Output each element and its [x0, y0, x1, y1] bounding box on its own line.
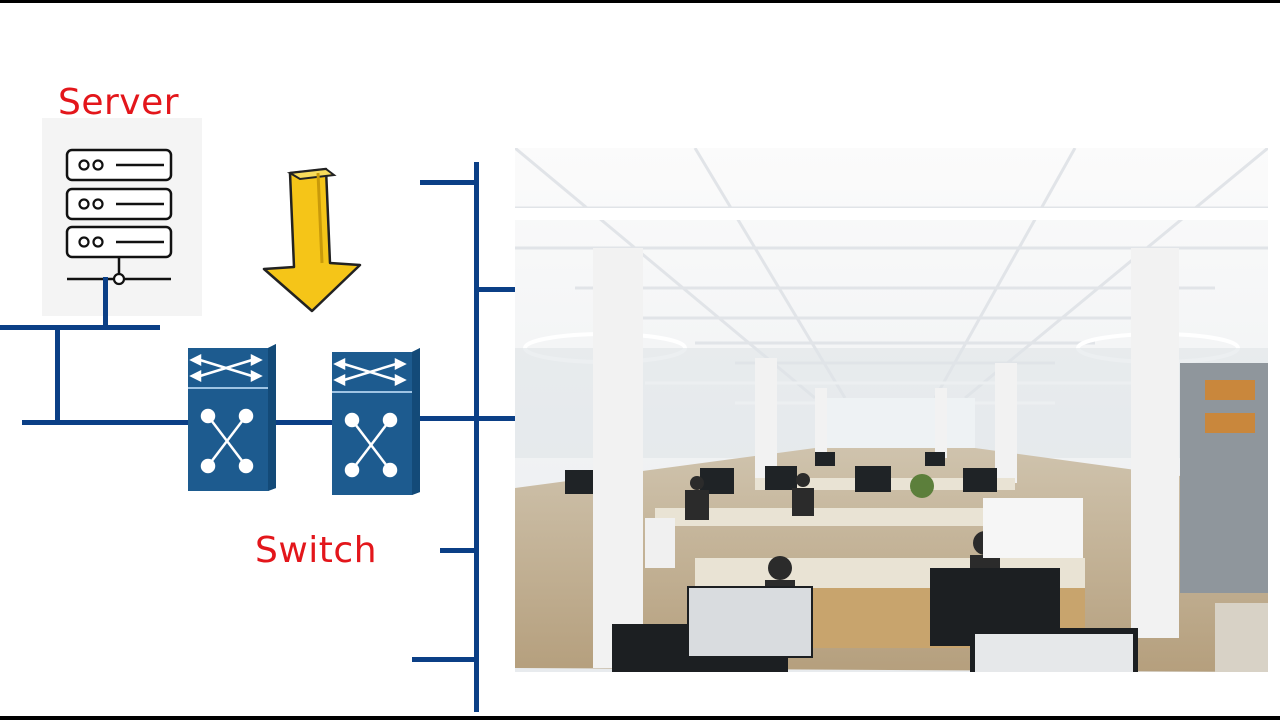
- top-border: [0, 0, 1280, 3]
- network-switch-icon: [188, 344, 276, 491]
- branch-line-3: [440, 548, 476, 553]
- server-rack-icon: [65, 148, 173, 286]
- switch-label: Switch: [255, 530, 378, 571]
- switch-link-left-line: [22, 420, 190, 425]
- backbone-vertical-line: [474, 162, 479, 712]
- server-label: Server: [58, 82, 180, 123]
- switch-interlink-line: [275, 420, 333, 425]
- network-switch-icon: [332, 348, 420, 495]
- server-bus-line: [0, 325, 160, 330]
- server-bus-vertical-line: [55, 328, 60, 423]
- office-workspace-photo: [515, 148, 1268, 672]
- switch-uplink-line: [418, 416, 515, 421]
- branch-line-4: [412, 657, 476, 662]
- arrow-down-icon: [262, 167, 362, 313]
- bottom-border: [0, 716, 1280, 720]
- branch-line-2: [476, 287, 518, 292]
- branch-line-1: [420, 180, 476, 185]
- server-drop-line: [103, 277, 108, 327]
